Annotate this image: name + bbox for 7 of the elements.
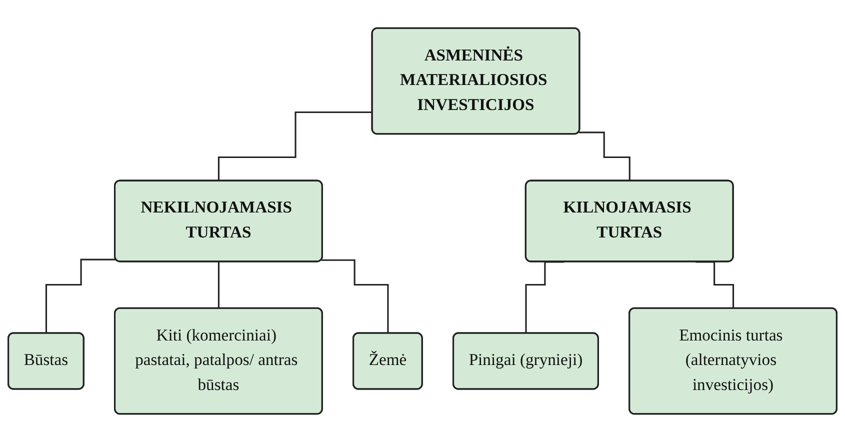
connector xyxy=(45,258,116,334)
connector xyxy=(578,132,631,182)
connector xyxy=(218,261,220,310)
connector xyxy=(218,111,373,182)
connector xyxy=(525,261,564,334)
connector xyxy=(321,259,389,334)
connector xyxy=(696,261,734,310)
